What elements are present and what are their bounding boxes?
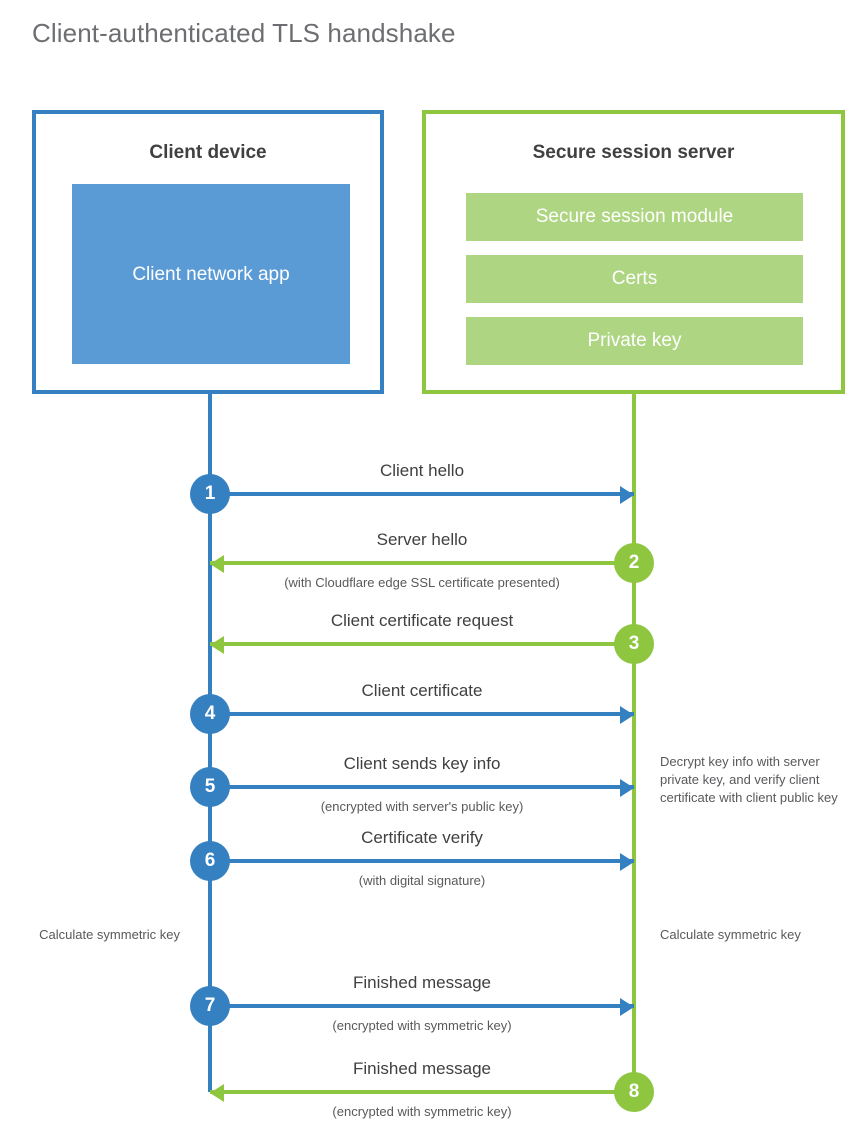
message-label-7: Finished message <box>353 973 491 992</box>
arrowhead-right-icon <box>620 853 634 871</box>
message-sublabel-2: (with Cloudflare edge SSL certificate pr… <box>284 575 560 590</box>
page-title: Client-authenticated TLS handshake <box>32 18 456 48</box>
step-circle-6: 6 <box>190 841 230 881</box>
step-circle-5: 5 <box>190 767 230 807</box>
message-line-7 <box>210 1004 634 1008</box>
arrowhead-right-icon <box>620 486 634 504</box>
message-line-6 <box>210 859 634 863</box>
step-circle-2: 2 <box>614 543 654 583</box>
message-line-4 <box>210 712 634 716</box>
note-server-decrypt: Decrypt key info with server private key… <box>660 754 838 805</box>
step-circle-8: 8 <box>614 1072 654 1112</box>
message-line-1 <box>210 492 634 496</box>
message-sublabel-7: (encrypted with symmetric key) <box>332 1018 512 1033</box>
message-label-3: Client certificate request <box>330 611 514 630</box>
secure-session-server-box: Secure session server Secure session mod… <box>422 110 845 394</box>
client-device-title: Client device <box>149 142 267 163</box>
arrowhead-right-icon <box>620 779 634 797</box>
note-client-calculate-symmetric-key: Calculate symmetric key <box>39 927 180 942</box>
message-line-8 <box>210 1090 634 1094</box>
arrowhead-left-icon <box>210 555 224 573</box>
server-module-private-key: Private key <box>466 317 803 365</box>
step-circle-7: 7 <box>190 986 230 1026</box>
step-circle-4: 4 <box>190 694 230 734</box>
client-device-box: Client device Client network app <box>32 110 384 394</box>
client-network-app-block: Client network app <box>72 184 350 364</box>
note-server-calculate-symmetric-key: Calculate symmetric key <box>660 927 801 942</box>
message-sublabel-8: (encrypted with symmetric key) <box>332 1104 512 1119</box>
arrowhead-left-icon <box>210 1084 224 1102</box>
step-circle-3: 3 <box>614 624 654 664</box>
arrowhead-left-icon <box>210 636 224 654</box>
message-label-6: Certificate verify <box>361 828 483 847</box>
server-module-secure-session-module: Secure session module <box>466 193 803 241</box>
server-lifeline <box>632 394 636 1092</box>
message-label-2: Server hello <box>376 530 468 549</box>
secure-session-server-title: Secure session server <box>532 142 735 163</box>
message-sublabel-5: (encrypted with server's public key) <box>320 799 524 814</box>
arrowhead-right-icon <box>620 706 634 724</box>
message-line-5 <box>210 785 634 789</box>
step-circle-1: 1 <box>190 474 230 514</box>
message-label-8: Finished message <box>353 1059 491 1078</box>
message-line-2 <box>210 561 634 565</box>
server-module-certs: Certs <box>466 255 803 303</box>
message-line-3 <box>210 642 634 646</box>
client-lifeline <box>208 394 212 1092</box>
message-label-4: Client certificate <box>361 681 483 700</box>
message-label-5: Client sends key info <box>343 754 501 773</box>
message-sublabel-6: (with digital signature) <box>358 873 486 888</box>
arrowhead-right-icon <box>620 998 634 1016</box>
message-label-1: Client hello <box>379 461 465 480</box>
